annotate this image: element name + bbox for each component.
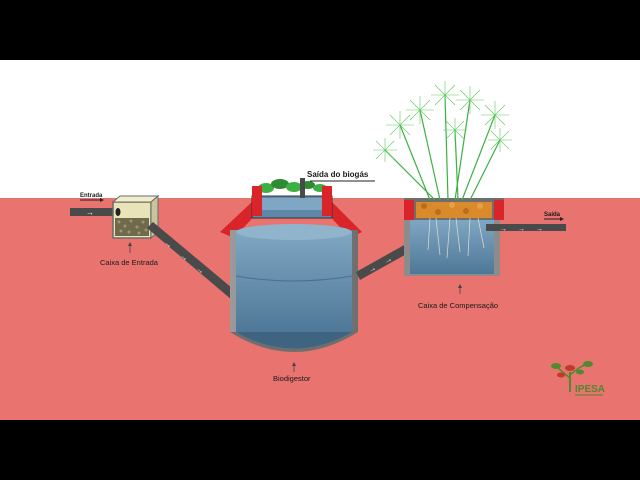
papyrus-heads	[373, 81, 512, 162]
outlet-slanted-pipe: → →	[356, 244, 410, 280]
papyrus-plant-icon	[384, 94, 501, 201]
compensation-box	[404, 198, 504, 276]
biodigester-dome	[220, 178, 362, 238]
flow-arrow-icon: →	[366, 263, 377, 275]
saida-label: Saída	[544, 212, 561, 218]
flow-arrow-icon: →	[178, 251, 190, 263]
inlet-arrow-icon: →	[86, 208, 94, 217]
saida-arrow-icon	[544, 217, 564, 221]
substrate-layer	[416, 202, 492, 218]
biodigestor-label: Biodigestor	[273, 374, 311, 383]
flow-arrow-icon: →	[500, 226, 507, 233]
biodigester-tank	[230, 224, 358, 352]
caixa-entrada-label: Caixa de Entrada	[100, 258, 159, 267]
entrada-label: Entrada	[80, 193, 103, 199]
roots	[427, 217, 485, 259]
sky	[0, 60, 640, 198]
outlet-pipe: → → →	[486, 224, 566, 233]
flow-arrow-icon: →	[518, 226, 525, 233]
tree-logo-icon	[551, 361, 593, 392]
flow-arrow-icon: →	[382, 254, 393, 266]
letterbox-top	[0, 0, 640, 60]
flow-arrow-icon: →	[162, 238, 174, 250]
flow-arrow-icon: →	[194, 264, 206, 276]
flow-arrow-icon: →	[536, 226, 543, 233]
inlet-pipe: →	[70, 208, 115, 217]
logo-text: IPESA	[575, 384, 605, 395]
caixa-compensacao-label: Caixa de Compensação	[418, 301, 498, 310]
inlet-slanted-pipe: → → →	[147, 222, 238, 300]
letterbox-bottom	[0, 420, 640, 480]
caixa-entrada-pointer-icon	[128, 242, 132, 253]
saida-biogas-label: Saída do biogás	[307, 170, 369, 179]
biodigestor-pointer-icon	[292, 362, 296, 372]
inlet-box	[111, 194, 160, 240]
caixa-compensacao-pointer-icon	[458, 284, 462, 294]
entrada-arrow-icon	[80, 198, 104, 202]
